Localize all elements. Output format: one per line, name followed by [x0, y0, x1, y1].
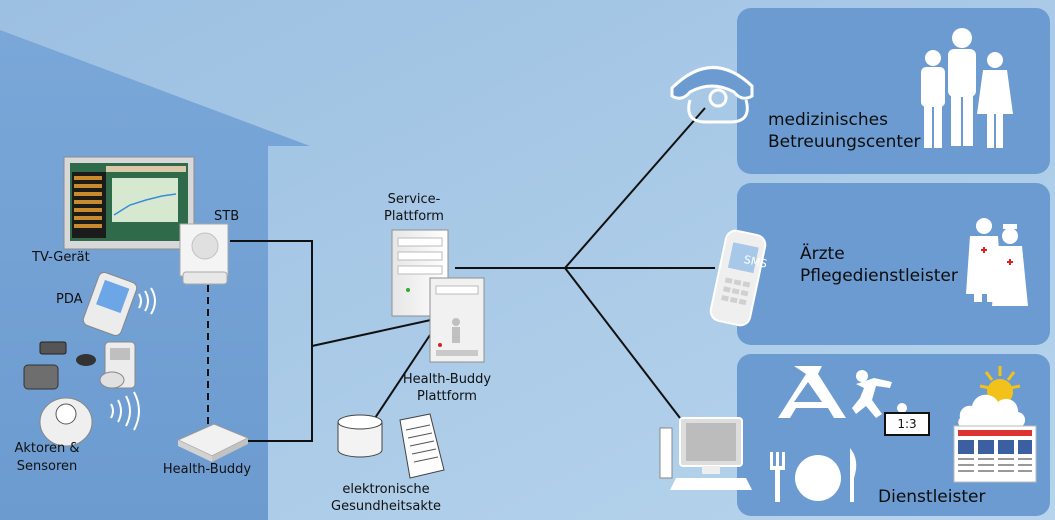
- database-icon: [337, 414, 383, 458]
- health-buddy-device-icon: [176, 423, 250, 462]
- house-shape: [0, 30, 310, 520]
- aktoren-label-line2: Sensoren: [16, 459, 78, 474]
- doctors-label-line2: Pflegedienstleister: [800, 266, 958, 286]
- care-center-label-line2: Betreuungscenter: [768, 132, 921, 152]
- aktoren-label-line1: Aktoren &: [14, 441, 80, 456]
- sensors-icon: [23, 341, 140, 447]
- doctors-label-line1: Ärzte: [800, 244, 845, 264]
- mobile-phone-icon: SMS: [709, 229, 768, 327]
- telephone-icon: [670, 66, 754, 124]
- hb-platform-label-line2: Plattform: [417, 389, 477, 404]
- newspaper-icon: [953, 425, 1037, 483]
- pda-icon: [82, 272, 156, 336]
- family-icon: [921, 28, 1013, 148]
- health-buddy-label: Health-Buddy: [162, 462, 252, 477]
- doctor-nurse-icon: [966, 218, 1028, 306]
- plate-cutlery-icon: [770, 448, 857, 502]
- service-label-line1: Service-: [387, 192, 441, 207]
- hb-platform-label-line1: Health-Buddy: [402, 372, 492, 387]
- panel-doctors: [737, 183, 1050, 345]
- document-icon: [399, 413, 445, 479]
- stb-label: STB: [214, 209, 240, 224]
- services-label: Dienstleister: [878, 487, 986, 507]
- pharmacy-icon: [778, 366, 846, 418]
- akte-label-line1: elektronische: [342, 482, 430, 497]
- football-player-icon: [852, 370, 907, 418]
- sms-text: SMS: [743, 253, 769, 271]
- health-buddy-server-icon: [429, 277, 485, 363]
- weather-icon: [958, 366, 1026, 429]
- tv-icon: [63, 156, 195, 250]
- akte-label-line2: Gesundheitsakte: [331, 499, 441, 514]
- stb-icon: [179, 223, 229, 285]
- care-center-label-line1: medizinisches: [768, 110, 888, 130]
- computer-icon: [659, 417, 752, 490]
- score-box: 1:3: [884, 412, 930, 436]
- connection-lines: [207, 107, 715, 442]
- tv-label: TV-Gerät: [32, 250, 90, 265]
- pda-label: PDA: [56, 292, 83, 307]
- service-label-line2: Plattform: [384, 209, 444, 224]
